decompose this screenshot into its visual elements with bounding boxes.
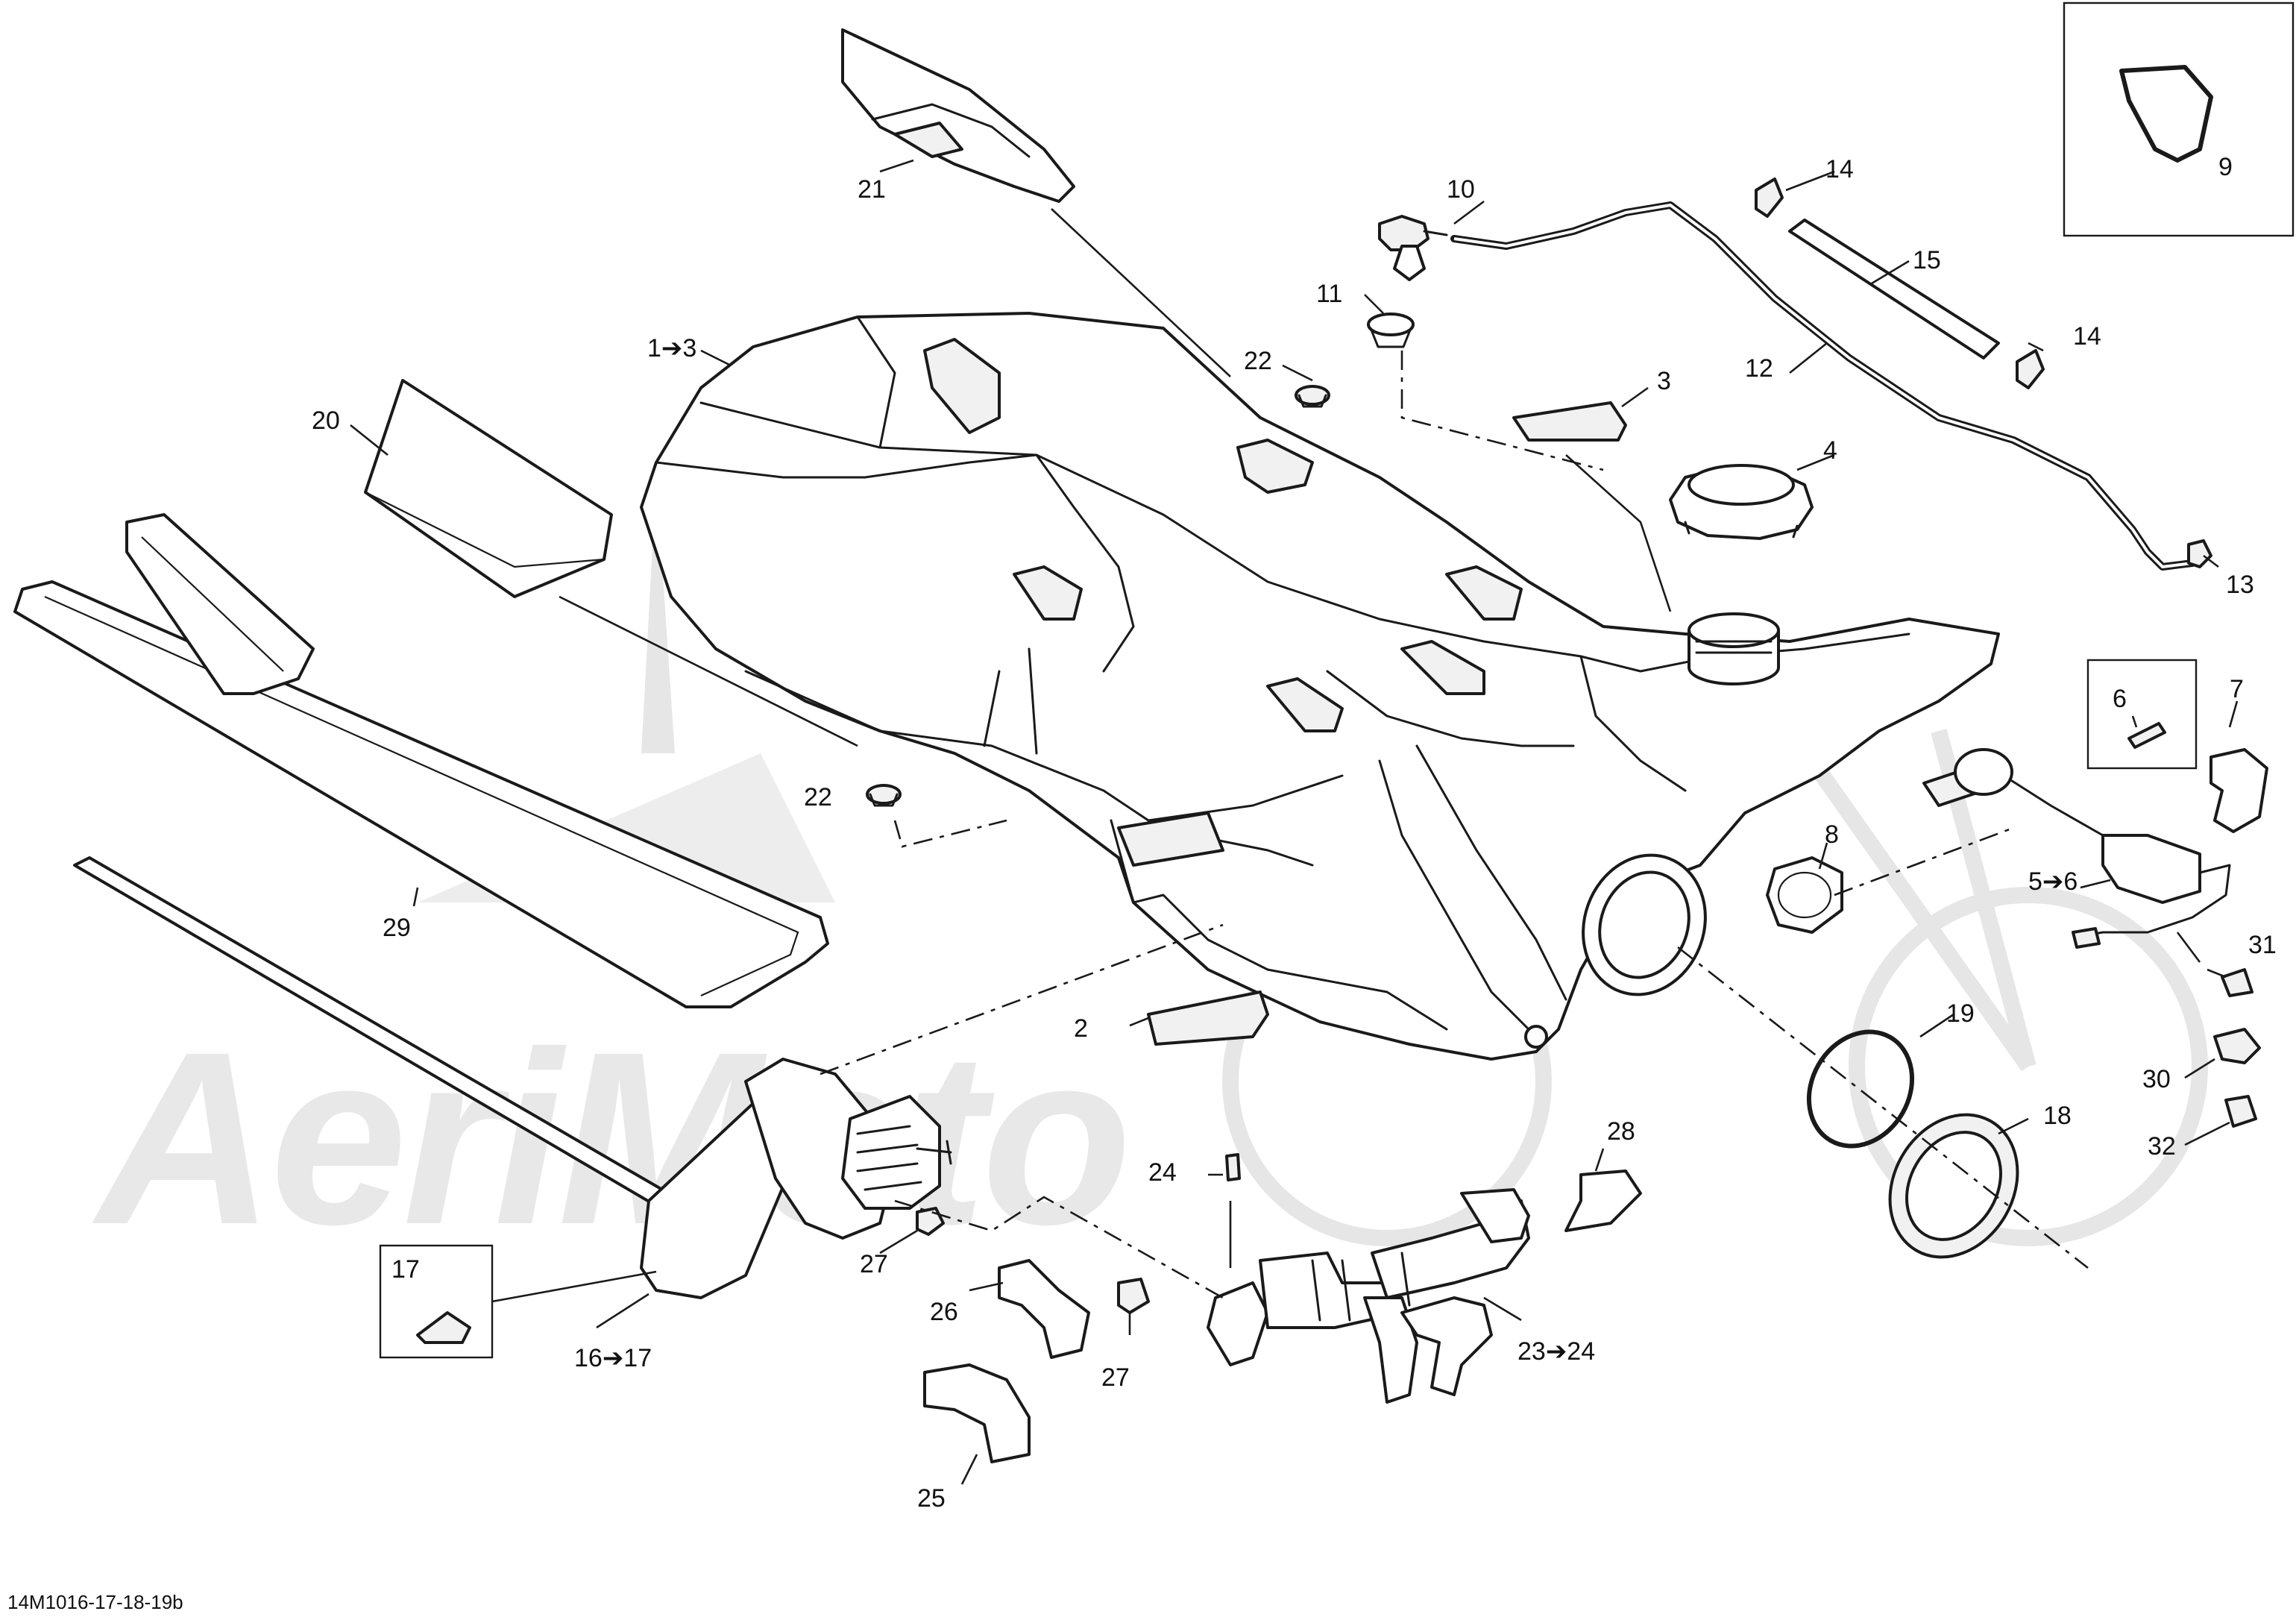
part-14-connector-top: [1755, 178, 1784, 218]
callout-22a: 22: [1244, 347, 1272, 375]
part-26-hose: [998, 1259, 1090, 1359]
part-27-clamp-a: [916, 1207, 945, 1236]
callout-24: 24: [1148, 1158, 1177, 1187]
part-16-fuel-pump: [73, 856, 952, 1299]
part-22-grommet-top: [1295, 385, 1330, 408]
part-6-fuse: [2127, 722, 2166, 749]
part-18-lock-ring: [1888, 1113, 2019, 1259]
callout-18: 18: [2043, 1102, 2072, 1130]
callout-13: 13: [2226, 571, 2254, 599]
callout-25: 25: [917, 1484, 946, 1513]
callout-23-24: 23➔24: [1517, 1337, 1595, 1366]
part-17-clip: [416, 1311, 471, 1344]
part-2-pad: [1147, 990, 1269, 1046]
callout-7: 7: [2230, 675, 2244, 703]
callout-17: 17: [391, 1255, 420, 1284]
part-24-clip: [1225, 1153, 1241, 1181]
part-12-vent-hose: [1450, 201, 2196, 571]
callout-1-3: 1➔3: [647, 334, 696, 362]
leader-lines: [350, 159, 2239, 1485]
callout-29: 29: [383, 914, 411, 942]
part-20-protector: [364, 379, 613, 598]
callout-19: 19: [1946, 999, 1975, 1028]
callout-6: 6: [2113, 685, 2127, 713]
part-21-guard: [841, 28, 1075, 203]
part-7-hose: [2209, 748, 2268, 833]
part-9-box: [2063, 1, 2295, 237]
callout-30: 30: [2142, 1065, 2171, 1093]
part-30-bracket: [2213, 1028, 2261, 1064]
callout-9: 9: [2218, 153, 2233, 181]
part-31-clip: [2221, 968, 2253, 997]
watermark-text: AeriMoto: [89, 1000, 1128, 1275]
part-32-nut: [2224, 1095, 2257, 1128]
part-shield-pad: [125, 513, 315, 695]
callout-14b: 14: [2073, 322, 2101, 351]
callout-16-17: 16➔17: [574, 1344, 652, 1372]
part-28-clip: [1564, 1169, 1642, 1232]
part-11-grommet: [1367, 313, 1415, 348]
part-8-ring: [1766, 856, 1843, 934]
part-13-clamp: [2187, 539, 2212, 568]
callout-5-6: 5➔6: [2028, 867, 2078, 896]
callout-12: 12: [1745, 354, 1773, 383]
callout-26: 26: [930, 1298, 958, 1326]
part-6-box: [2086, 659, 2198, 770]
part-4-fuel-cap: [1669, 464, 1814, 540]
callout-27b: 27: [1101, 1363, 1130, 1392]
part-23-hose-assembly: [1207, 1188, 1530, 1404]
part-15-hose: [1788, 219, 2000, 359]
part-5-level-sensor: [1954, 748, 2231, 949]
part-14-connector-bottom: [2016, 349, 2045, 389]
callouts: 1➔3 2 3 4 5➔6 6 7 8 9 10 11 12 13 14 14 …: [312, 153, 2277, 1513]
part-27-clamp-b: [1117, 1278, 1150, 1314]
part-9-bracket: [2119, 65, 2213, 163]
diagram-id: 14M1016-17-18-19b: [7, 1591, 183, 1613]
callout-14a: 14: [1825, 155, 1854, 183]
fuel-tank: [640, 312, 2000, 1061]
callout-10: 10: [1447, 175, 1475, 204]
callout-11: 11: [1316, 280, 1342, 308]
part-25-hose: [923, 1363, 1031, 1463]
callout-2: 2: [1074, 1014, 1088, 1043]
callout-27a: 27: [860, 1250, 888, 1278]
callout-28: 28: [1607, 1117, 1635, 1146]
callout-4: 4: [1823, 436, 1837, 465]
part-22-grommet-left: [866, 784, 902, 807]
callout-15: 15: [1913, 246, 1941, 274]
callout-8: 8: [1825, 820, 1839, 849]
callout-22b: 22: [804, 783, 832, 811]
callout-20: 20: [312, 406, 340, 435]
callout-21: 21: [858, 175, 886, 204]
watermark: AeriMoto: [89, 477, 2208, 1275]
part-3-pad: [1512, 401, 1627, 442]
callout-31: 31: [2248, 931, 2277, 959]
part-19-oring: [1806, 1029, 1915, 1149]
part-10-vent-valve: [1378, 215, 1448, 281]
callout-3: 3: [1657, 367, 1671, 395]
callout-32: 32: [2148, 1132, 2176, 1161]
